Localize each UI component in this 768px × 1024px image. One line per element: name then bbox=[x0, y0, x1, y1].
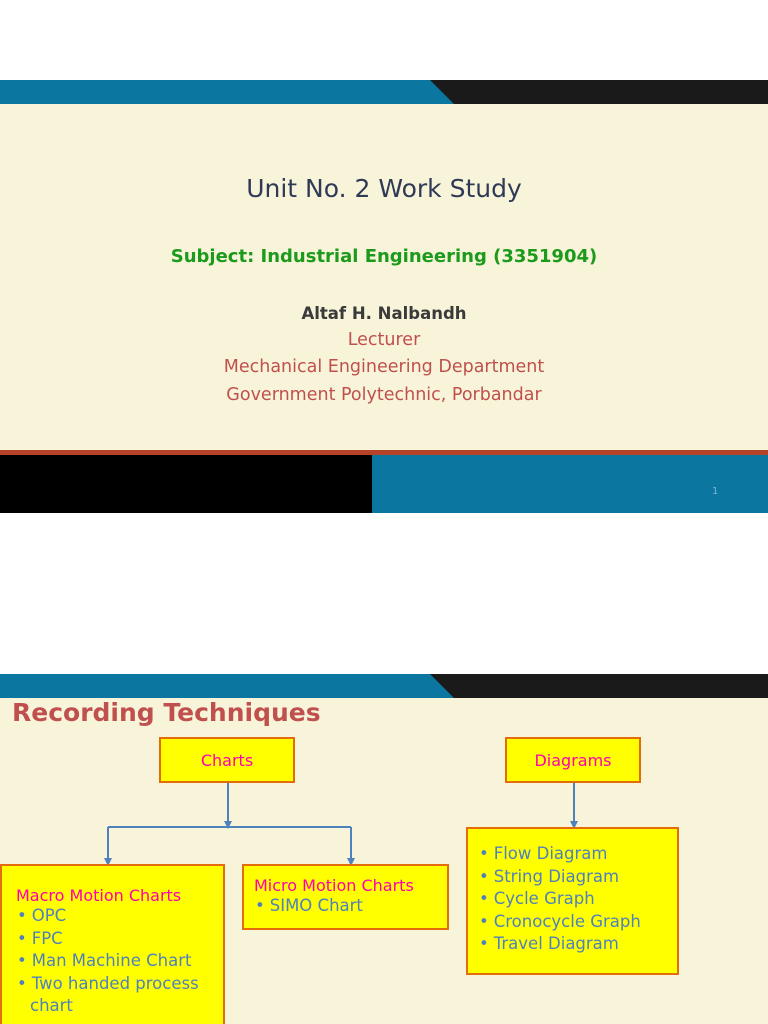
recording-techniques-slide: Recording Techniques Charts Diagrams Mac… bbox=[0, 674, 768, 1024]
list-item: Man Machine Chart bbox=[16, 950, 219, 973]
subject-line: Subject: Industrial Engineering (3351904… bbox=[170, 246, 598, 267]
author-name: Altaf H. Nalbandh bbox=[301, 304, 467, 323]
bottom-decor-band: 1 bbox=[0, 450, 768, 513]
author-role: Lecturer bbox=[347, 330, 421, 350]
charts-label: Charts bbox=[200, 751, 254, 770]
list-item: Cronocycle Graph bbox=[478, 911, 673, 934]
page-number: 1 bbox=[712, 486, 719, 497]
author-institution: Government Polytechnic, Porbandar bbox=[226, 385, 542, 405]
micro-title: Micro Motion Charts bbox=[254, 876, 414, 895]
slide-title: Recording Techniques bbox=[12, 698, 321, 727]
list-item: OPC bbox=[16, 905, 219, 928]
list-item: SIMO Chart bbox=[254, 895, 443, 918]
macro-title: Macro Motion Charts bbox=[16, 886, 182, 905]
macro-list: OPC FPC Man Machine Chart Two handed pro… bbox=[16, 905, 219, 1018]
macro-motion-charts-box: Macro Motion Charts OPC FPC Man Machine … bbox=[0, 864, 225, 1024]
micro-motion-charts-box: Micro Motion Charts SIMO Chart bbox=[242, 864, 449, 930]
top-decor-band bbox=[0, 80, 768, 104]
slide-title: Unit No. 2 Work Study bbox=[246, 174, 522, 203]
top-decor-band bbox=[0, 674, 768, 698]
diagram-list: Flow Diagram String Diagram Cycle Graph … bbox=[478, 843, 673, 956]
diagram-types-box: Flow Diagram String Diagram Cycle Graph … bbox=[466, 827, 679, 975]
list-item: FPC bbox=[16, 928, 219, 951]
list-item: Two handed process chart bbox=[16, 973, 219, 1018]
connector-lines bbox=[104, 783, 578, 866]
list-item: Flow Diagram bbox=[478, 843, 673, 866]
list-item: Travel Diagram bbox=[478, 933, 673, 956]
micro-list: SIMO Chart bbox=[254, 895, 443, 918]
diagrams-box: Diagrams bbox=[505, 737, 641, 783]
list-item: String Diagram bbox=[478, 866, 673, 889]
list-item: Cycle Graph bbox=[478, 888, 673, 911]
diagrams-label: Diagrams bbox=[534, 751, 612, 770]
title-slide: Unit No. 2 Work Study Subject: Industria… bbox=[0, 80, 768, 513]
author-department: Mechanical Engineering Department bbox=[223, 357, 545, 377]
charts-box: Charts bbox=[159, 737, 295, 783]
